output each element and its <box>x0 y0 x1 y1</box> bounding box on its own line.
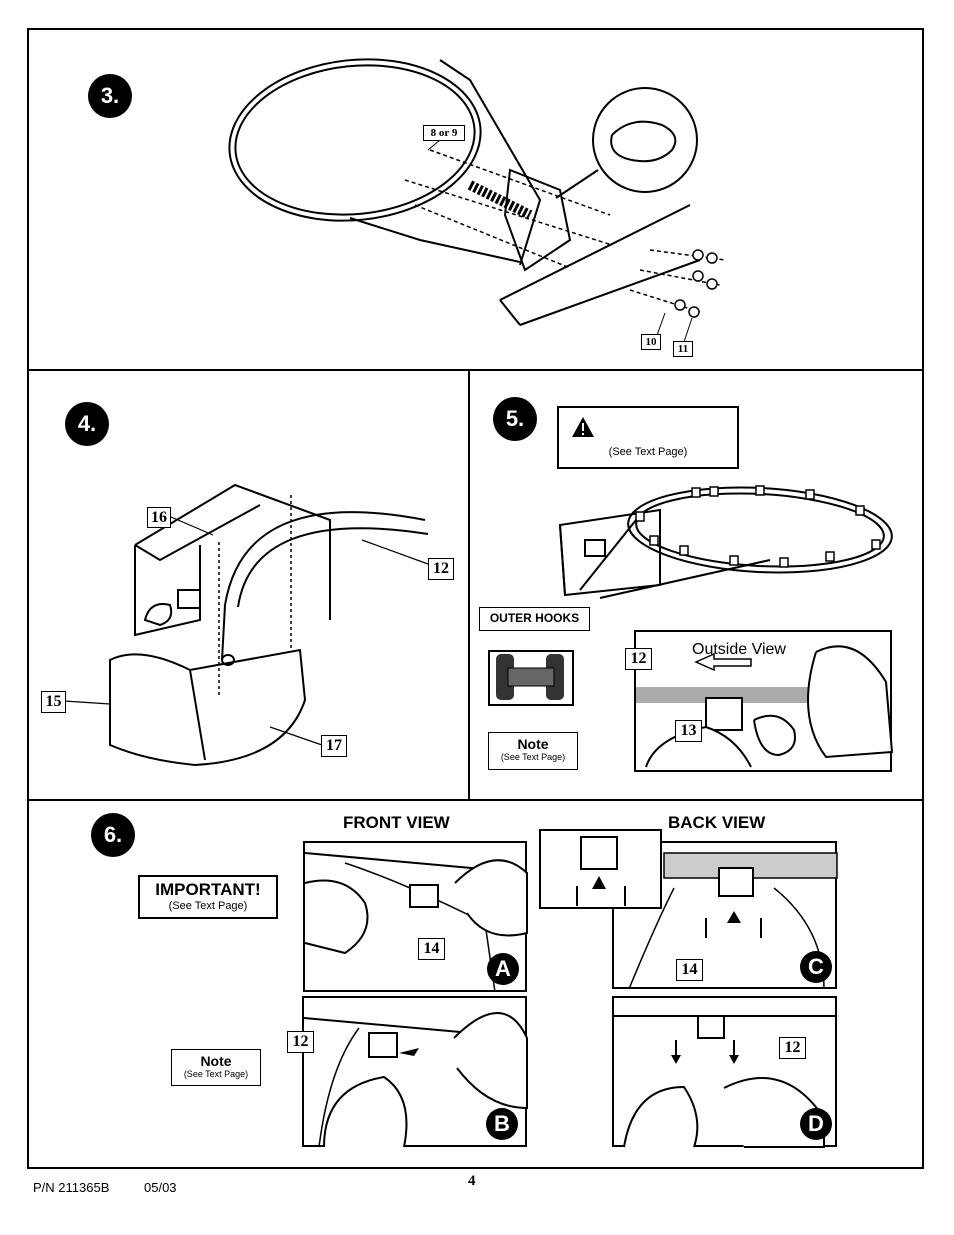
panel-c-inset <box>539 829 662 909</box>
front-view-label: FRONT VIEW <box>343 813 450 832</box>
part-number: P/N 211365B <box>33 1180 110 1195</box>
page-number: 4 <box>468 1173 476 1189</box>
panel-d-illustration <box>614 1015 837 1148</box>
callout-15: 15 <box>41 691 66 713</box>
panel-b: B <box>302 996 528 1148</box>
callout-11: 11 <box>673 341 693 357</box>
callout-8-or-9: 8 or 9 <box>423 125 465 141</box>
panel-d: D <box>612 996 837 1148</box>
outer-hooks-label: OUTER HOOKS <box>479 607 590 631</box>
outer-hooks-illustration <box>488 650 574 706</box>
panel-a: A <box>303 841 528 993</box>
callout-12-step5: 12 <box>625 648 652 670</box>
step5-rim-illustration <box>558 485 893 599</box>
panel-c: C <box>612 841 838 990</box>
arrow-up-icon-inset <box>592 876 606 889</box>
warning-sub: (See Text Page) <box>608 446 688 458</box>
arrow-right-icon <box>399 1048 419 1056</box>
panel-c-inset-illustration <box>576 836 626 906</box>
panel-c-letter: C <box>800 951 832 983</box>
step-5-badge: 5. <box>493 397 537 441</box>
step4-illustration <box>63 483 429 767</box>
back-view-label: BACK VIEW <box>668 813 766 832</box>
outside-view-label: Outside View <box>692 641 786 658</box>
callout-14-a: 14 <box>418 938 445 960</box>
warning-triangle-icon <box>572 417 594 437</box>
callout-12-d: 12 <box>779 1037 806 1059</box>
callout-14-c: 14 <box>676 959 703 981</box>
left-arrow-icon <box>694 652 752 672</box>
panel-a-letter: A <box>487 953 519 985</box>
page-frame <box>27 28 924 1169</box>
arrow-down-icon <box>671 1055 681 1064</box>
divider-step3 <box>27 369 924 371</box>
step6-note-box: Note (See Text Page) <box>171 1049 261 1086</box>
callout-12: 12 <box>428 558 454 580</box>
panel-b-illustration <box>303 1012 528 1148</box>
step-4-badge: 4. <box>65 402 109 446</box>
footer-date: 05/03 <box>144 1180 177 1195</box>
step-3-badge: 3. <box>88 74 132 118</box>
divider-step6 <box>27 799 924 801</box>
outside-view-panel: Outside View <box>634 630 894 772</box>
callout-17: 17 <box>321 735 347 757</box>
panel-c-illustration <box>628 852 838 990</box>
callout-12-b: 12 <box>287 1031 314 1053</box>
panel-b-letter: B <box>486 1108 518 1140</box>
arrow-up-icon <box>727 911 741 923</box>
panel-a-illustration <box>304 852 528 993</box>
panel-d-letter: D <box>800 1108 832 1140</box>
step5-note-box: Note (See Text Page) <box>488 732 578 770</box>
callout-10: 10 <box>641 334 661 350</box>
arrow-down-icon-2 <box>729 1055 739 1064</box>
step3-illustration <box>228 58 726 343</box>
warning-box: (See Text Page) <box>557 406 739 469</box>
step-6-badge: 6. <box>91 813 135 857</box>
callout-13: 13 <box>675 720 702 742</box>
divider-step4-5 <box>468 369 470 801</box>
outside-view-illustration <box>636 645 894 768</box>
callout-16: 16 <box>147 507 171 528</box>
important-box: IMPORTANT! (See Text Page) <box>138 875 278 919</box>
